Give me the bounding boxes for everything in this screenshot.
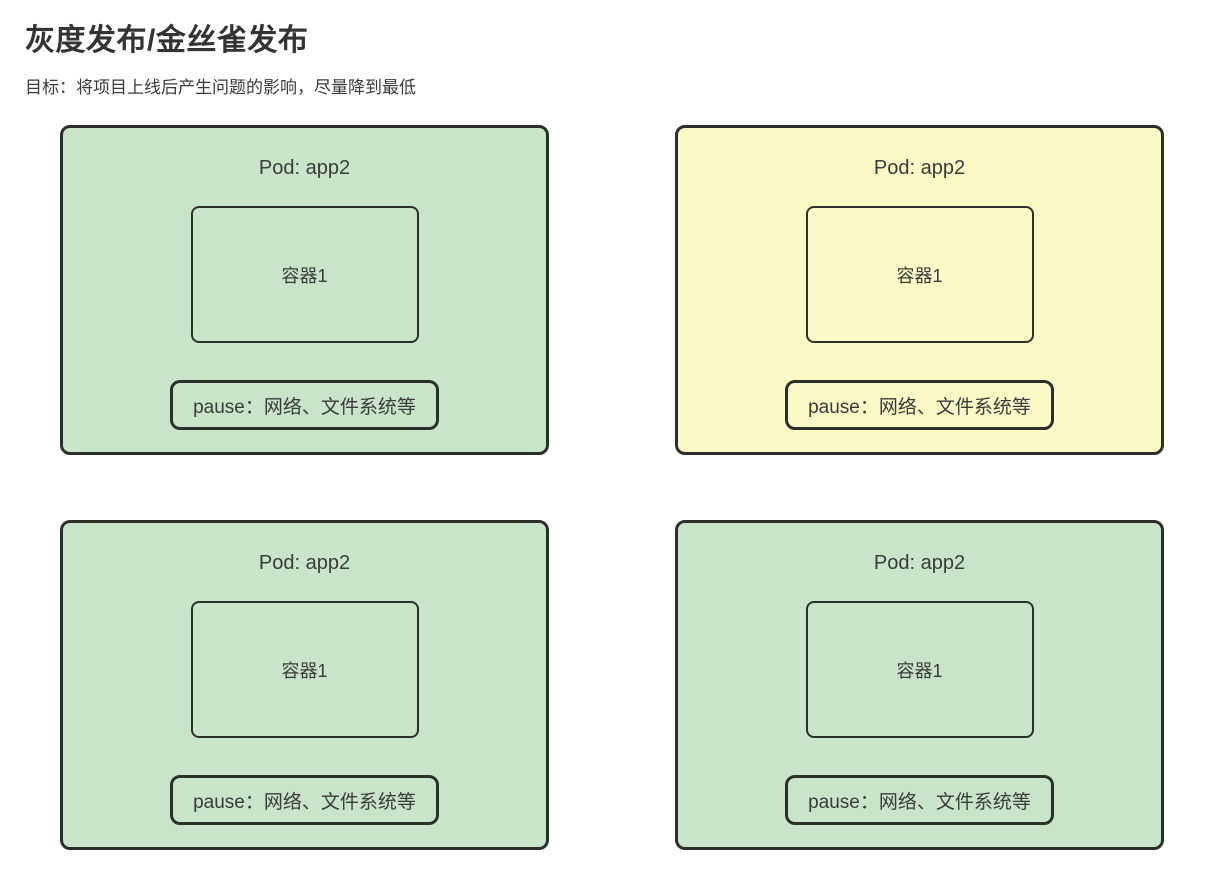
pause-label: pause：网络、文件系统等	[193, 791, 416, 813]
pod-card-top-right: Pod: app2 容器1 pause：网络、文件系统等	[675, 125, 1164, 456]
container-box: 容器1	[805, 601, 1034, 739]
container-label: 容器1	[896, 265, 943, 286]
container-box: 容器1	[190, 601, 419, 739]
container-box: 容器1	[190, 206, 419, 344]
container-label: 容器1	[281, 660, 328, 681]
pause-label: pause：网络、文件系统等	[808, 791, 1031, 813]
pods-grid: Pod: app2 容器1 pause：网络、文件系统等 Pod: app2 容…	[60, 125, 1208, 851]
pod-card-top-left: Pod: app2 容器1 pause：网络、文件系统等	[60, 125, 549, 456]
pod-title: Pod: app2	[873, 552, 966, 575]
container-label: 容器1	[896, 660, 943, 681]
container-label: 容器1	[281, 265, 328, 286]
pod-card-bottom-left: Pod: app2 容器1 pause：网络、文件系统等	[60, 520, 549, 851]
pod-title: Pod: app2	[258, 552, 351, 575]
pause-box: pause：网络、文件系统等	[785, 775, 1054, 826]
pause-box: pause：网络、文件系统等	[170, 775, 439, 826]
pod-title: Pod: app2	[873, 157, 966, 180]
pause-label: pause：网络、文件系统等	[808, 396, 1031, 418]
pause-label: pause：网络、文件系统等	[193, 396, 416, 418]
page-header: 灰度发布/金丝雀发布 目标：将项目上线后产生问题的影响，尽量降到最低	[25, 22, 1208, 99]
page-title: 灰度发布/金丝雀发布	[25, 24, 309, 57]
page-subtitle: 目标：将项目上线后产生问题的影响，尽量降到最低	[25, 77, 416, 97]
pause-box: pause：网络、文件系统等	[785, 380, 1054, 431]
pod-card-bottom-right: Pod: app2 容器1 pause：网络、文件系统等	[675, 520, 1164, 851]
container-box: 容器1	[805, 206, 1034, 344]
pause-box: pause：网络、文件系统等	[170, 380, 439, 431]
pod-title: Pod: app2	[258, 157, 351, 180]
